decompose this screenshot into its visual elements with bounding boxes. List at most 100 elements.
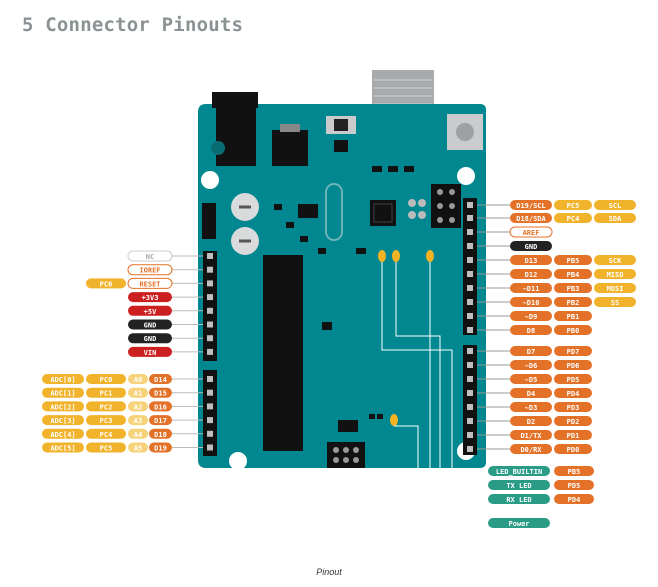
analog-dpin-d15-text: D15 <box>154 390 167 398</box>
analog-dpin-d16: D16 <box>149 401 172 412</box>
pin-label-d19scl: D19/SCL <box>510 200 552 210</box>
analog-port-3: PC3 <box>86 415 126 426</box>
led-port-pd4-text: PD4 <box>568 496 581 504</box>
header-pin <box>467 418 473 424</box>
icsp-header-bottom <box>327 442 365 468</box>
led-port-pd4: PD4 <box>554 494 594 504</box>
port-label-pb4-text: PB4 <box>567 271 580 279</box>
pin-label-gnd-text: GND <box>525 243 538 251</box>
analog-adc-4-text: ADC[4] <box>50 431 75 439</box>
led-label-txled: TX LED <box>488 480 550 490</box>
port-label-pd1-text: PD1 <box>567 432 580 440</box>
func-label-mosi: MOSI <box>594 283 636 293</box>
analog-port-0-text: PC0 <box>100 376 113 384</box>
port-label-pd1: PD1 <box>554 430 592 440</box>
func-label-sck-text: SCK <box>609 257 622 265</box>
analog-dpin-d15: D15 <box>149 387 172 398</box>
power-pin-gnd-text: GND <box>144 322 157 330</box>
analog-port-1-text: PC1 <box>100 390 113 398</box>
analog-pin-a1-text: A1 <box>134 390 142 398</box>
power-pin-reset-text: RESET <box>139 280 160 288</box>
analog-adc-5: ADC[5] <box>42 442 84 453</box>
led-label-rxled-text: RX LED <box>506 496 531 504</box>
func-label-scl-text: SCL <box>609 202 622 210</box>
analog-pin-a3: A3 <box>128 415 148 426</box>
pin-label-d2-text: D2 <box>527 418 535 426</box>
header-pin <box>467 243 473 249</box>
func-label-sck: SCK <box>594 255 636 265</box>
pin-label-d4: D4 <box>510 388 552 398</box>
func-label-scl: SCL <box>594 200 636 210</box>
pin-label-d11: ~D11 <box>510 283 552 293</box>
port-label-pb2: PB2 <box>554 297 592 307</box>
led-label-ledbuiltin-text: LED_BUILTIN <box>496 468 542 476</box>
port-label-pb3-text: PB3 <box>567 285 580 293</box>
header-pin <box>207 444 213 451</box>
port-label-pc5: PC5 <box>554 200 592 210</box>
header-pin <box>467 202 473 208</box>
power-pin-5v-text: +5V <box>144 308 157 316</box>
header-pin <box>207 280 213 287</box>
port-label-pd0-text: PD0 <box>567 446 580 454</box>
led-label-power-text: Power <box>508 520 529 528</box>
power-led <box>390 414 398 426</box>
port-label-pb1: PB1 <box>554 311 592 321</box>
port-label-pb1-text: PB1 <box>567 313 580 321</box>
pin-label-d18sda: D18/SDA <box>510 213 552 223</box>
pin-label-gnd: GND <box>510 241 552 251</box>
power-pin-vin: VIN <box>128 346 172 357</box>
header-pin <box>467 271 473 277</box>
pin-label-d6-text: ~D6 <box>525 362 538 370</box>
pin-label-d19scl-text: D19/SCL <box>516 202 546 210</box>
header-pin <box>467 432 473 438</box>
port-label-pd4: PD4 <box>554 388 592 398</box>
power-pin-ioref: IOREF <box>127 264 173 276</box>
header-pin <box>467 404 473 410</box>
pin-label-d10: ~D10 <box>510 297 552 307</box>
header-pin <box>467 362 473 368</box>
analog-dpin-d18: D18 <box>149 428 172 439</box>
analog-pin-a5-text: A5 <box>134 445 142 453</box>
analog-dpin-d19: D19 <box>149 442 172 453</box>
pin-label-d5-text: ~D5 <box>525 376 538 384</box>
pin-label-d6: ~D6 <box>510 360 552 370</box>
analog-port-5: PC5 <box>86 442 126 453</box>
analog-dpin-d14: D14 <box>149 374 172 384</box>
pin-label-d7-text: D7 <box>527 348 535 356</box>
header-pin <box>207 253 213 259</box>
analog-pin-a0: A0 <box>128 374 148 384</box>
analog-pin-a5: A5 <box>128 442 148 453</box>
right-header-upper <box>463 198 477 335</box>
port-label-pd7: PD7 <box>554 346 592 356</box>
header-pin <box>467 229 473 235</box>
func-label-ss-text: SS <box>611 299 619 307</box>
pin-label-d13-text: D13 <box>525 257 538 265</box>
power-extra-pc6: PC6 <box>86 278 126 289</box>
analog-adc-2-text: ADC[2] <box>50 403 75 411</box>
pin-label-d12: D12 <box>510 269 552 279</box>
power-pin-gnd: GND <box>128 333 172 344</box>
analog-adc-5-text: ADC[5] <box>50 445 75 453</box>
power-pin-vin-text: VIN <box>144 349 157 357</box>
power-pin-3v3: +3V3 <box>128 292 172 303</box>
pin-label-d8-text: D8 <box>527 327 535 335</box>
header-pin <box>207 403 213 410</box>
port-label-pd3: PD3 <box>554 402 592 412</box>
analog-adc-3: ADC[3] <box>42 415 84 426</box>
pin-label-d9-text: ~D9 <box>525 313 538 321</box>
header-pin <box>207 376 213 382</box>
pin-label-d1tx-text: D1/TX <box>520 432 542 440</box>
analog-dpin-d18-text: D18 <box>154 431 167 439</box>
analog-adc-0-text: ADC[0] <box>50 376 75 384</box>
analog-pin-a2: A2 <box>128 401 148 412</box>
reset-button <box>447 114 483 150</box>
func-label-ss: SS <box>594 297 636 307</box>
section-heading: 5 Connector Pinouts <box>22 14 244 36</box>
pin-label-d1tx: D1/TX <box>510 430 552 440</box>
port-label-pd2: PD2 <box>554 416 592 426</box>
analog-dpin-d17: D17 <box>149 415 172 426</box>
mounting-hole <box>229 452 247 470</box>
analog-pin-a4: A4 <box>128 428 148 439</box>
analog-adc-2: ADC[2] <box>42 401 84 412</box>
